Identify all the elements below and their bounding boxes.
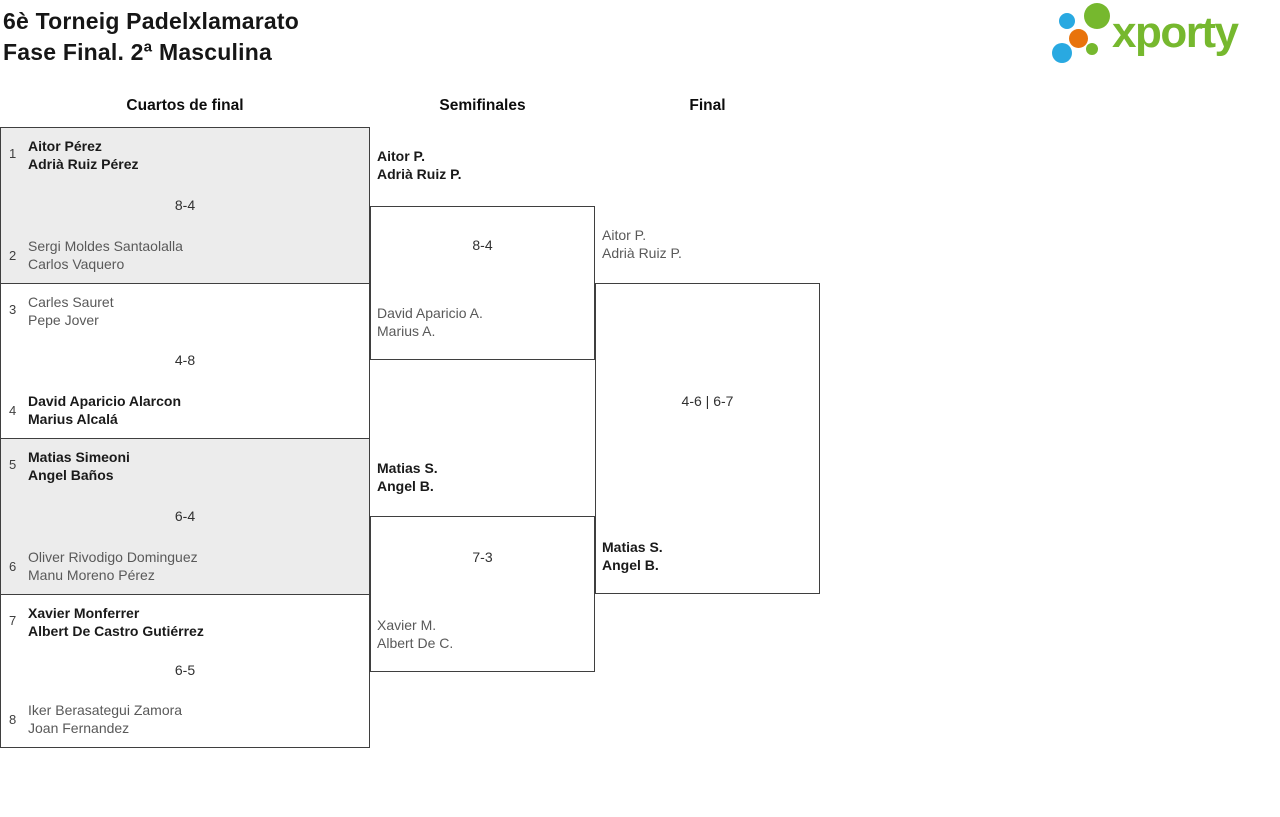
team-final-top: Aitor P. Adrià Ruiz P. [602,226,682,262]
player-name: Marius Alcalá [28,411,118,427]
seed-number: 5 [9,457,17,472]
seed-number: 7 [9,613,17,628]
match-score: 6-4 [174,507,196,524]
team-top: Aitor Pérez Adrià Ruiz Pérez [28,137,138,173]
player-name: David Aparicio Alarcon [28,393,182,409]
logo-dot-icon [1059,13,1075,29]
title-line-2: Fase Final. 2ª Masculina [3,39,272,65]
round-header-quarterfinals: Cuartos de final [126,97,244,114]
team-top: Xavier Monferrer Albert De Castro Gutiér… [28,604,204,640]
title-line-1: 6è Torneig Padelxlamarato [3,8,300,34]
team-semifinal1-top: Aitor P. Adrià Ruiz P. [377,147,462,183]
logo-dot-icon [1086,43,1098,55]
match-semifinal-1[interactable] [370,206,595,360]
player-name: Adrià Ruiz P. [602,245,682,261]
match-final[interactable] [595,283,820,594]
team-semifinal2-bottom: Xavier M. Albert De C. [377,616,453,652]
xporty-logo[interactable]: xporty [1050,0,1280,72]
player-name: Carles Sauret [28,294,114,310]
team-bottom: Iker Berasategui Zamora Joan Fernandez [28,701,182,737]
logo-text: xporty [1112,8,1239,57]
player-name: Iker Berasategui Zamora [28,702,183,718]
player-name: Aitor P. [602,227,647,243]
seed-number: 2 [9,248,17,263]
team-bottom: David Aparicio Alarcon Marius Alcalá [28,392,181,428]
seed-number: 3 [9,302,17,317]
match-score: 4-8 [174,352,196,368]
match-score: 6-5 [174,662,196,678]
seed-number: 8 [9,712,17,727]
player-name: Angel B. [602,557,659,573]
match-score: 4-6 | 6-7 [681,393,734,409]
round-header-final: Final [689,97,726,114]
seed-number: 4 [9,403,17,418]
player-name: Carlos Vaquero [28,256,125,272]
seed-number: 1 [9,146,17,161]
match-semifinal-2[interactable] [370,516,595,672]
player-name: Aitor Pérez [28,138,102,154]
match-score: 8-4 [472,237,493,253]
team-semifinal2-top: Matias S. Angel B. [377,459,438,495]
player-name: Aitor P. [377,148,425,164]
round-header-semifinals: Semifinales [439,97,526,114]
team-semifinal1-bottom: David Aparicio A. Marius A. [377,304,483,340]
team-top: Matias Simeoni Angel Baños [28,448,130,484]
player-name: Angel B. [377,478,434,494]
player-name: Oliver Rivodigo Dominguez [28,549,198,565]
match-quarterfinal-4[interactable]: 7 Xavier Monferrer Albert De Castro Guti… [0,594,370,748]
tournament-title: 6è Torneig Padelxlamarato Fase Final. 2ª… [3,6,299,68]
match-score: 7-3 [472,549,493,565]
match-score: 8-4 [174,196,196,213]
logo-dot-icon [1069,29,1088,48]
player-name: Xavier Monferrer [28,605,140,621]
team-final-bottom: Matias S. Angel B. [602,538,663,574]
player-name: Joan Fernandez [28,720,130,736]
team-top: Carles Sauret Pepe Jover [28,293,114,329]
player-name: Adrià Ruiz P. [377,166,462,182]
team-bottom: Sergi Moldes Santaolalla Carlos Vaquero [28,237,183,273]
seed-number: 6 [9,559,17,574]
player-name: Angel Baños [28,467,114,483]
player-name: Marius A. [377,323,436,339]
player-name: David Aparicio A. [377,305,483,321]
team-bottom: Oliver Rivodigo Dominguez Manu Moreno Pé… [28,548,198,584]
player-name: Matias S. [377,460,438,476]
player-name: Pepe Jover [28,312,99,328]
player-name: Xavier M. [377,617,437,633]
player-name: Manu Moreno Pérez [28,567,155,583]
player-name: Matias S. [602,539,663,555]
player-name: Albert De C. [377,635,454,651]
player-name: Sergi Moldes Santaolalla [28,238,183,254]
match-quarterfinal-3[interactable]: 5 Matias Simeoni Angel Baños 6-4 Oliver … [0,438,370,595]
match-quarterfinal-1[interactable]: 1 Aitor Pérez Adrià Ruiz Pérez 8-4 Sergi… [0,127,370,284]
player-name: Adrià Ruiz Pérez [28,156,139,172]
logo-dot-icon [1052,43,1072,63]
match-quarterfinal-2[interactable]: 3 Carles Sauret Pepe Jover 4-8 David Apa… [0,283,370,439]
logo-dot-icon [1084,3,1110,29]
player-name: Matias Simeoni [28,449,130,465]
player-name: Albert De Castro Gutiérrez [28,623,204,639]
